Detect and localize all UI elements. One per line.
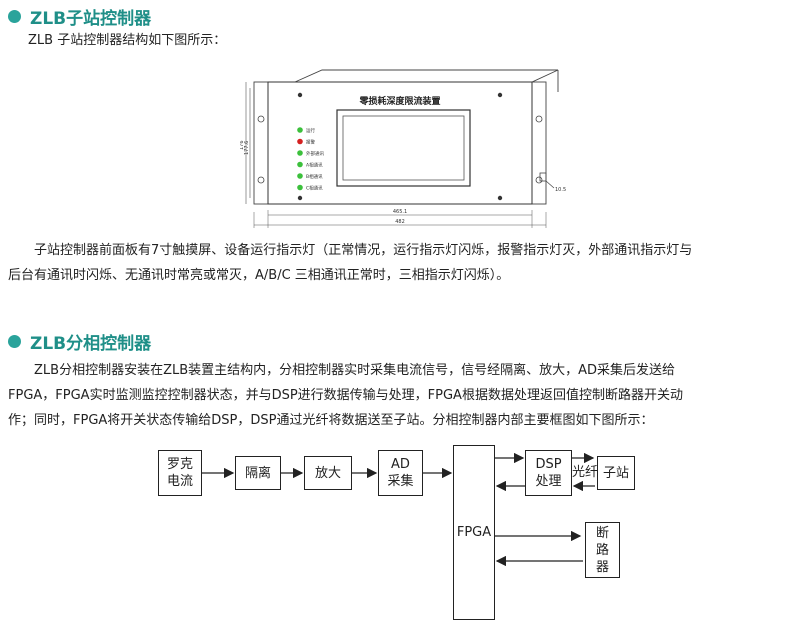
right-mount-ear [531,81,547,205]
section-heading-substation: ZLB子站控制器 [8,4,151,29]
indicator-led-icon [297,150,303,156]
indicator-led-icon [297,173,303,179]
amplify-block: 放大 [304,456,352,490]
screw-icon [497,92,503,98]
breaker-block: 断路器 [585,522,620,578]
isolation-block: 隔离 [235,456,281,490]
mount-hole-icon [257,176,265,184]
panel-title: 零损耗深度限流装置 [358,95,440,107]
mount-hole-icon [535,176,543,184]
substation-block: 子站 [597,456,635,490]
mount-hole-icon [535,115,543,123]
diagram-arrows [202,452,595,567]
dim-inner-width: 465.1 [393,209,407,215]
substation-description: 子站控制器前面板有7寸触摸屏、设备运行指示灯（正常情况，运行指示灯闪烁，报警指示… [8,238,798,288]
indicator-label: 运行 [306,127,315,134]
screw-icon [497,195,503,201]
device-top-outline [294,69,559,83]
dim-height-a: 176 [240,140,245,150]
touch-screen-inner [342,115,465,181]
dim-height-b: 177.6 [244,141,250,155]
section-title: ZLB子站控制器 [30,9,152,29]
indicator-led-icon [297,127,303,133]
mount-hole-icon [257,115,265,123]
indicator-label: C相通讯 [306,185,323,192]
rogowski-current-block: 罗克电流 [158,450,202,496]
indicator-led-icon [297,184,303,191]
left-mount-ear [253,81,269,205]
section-title: ZLB分相控制器 [30,334,152,354]
indicator-label: 报警 [306,139,315,146]
description-line: 作；同时，FPGA将开关状态传输给DSP，DSP通过光纤将数据送至子站。分相控制… [8,413,654,428]
indicator-led-icon [297,161,303,168]
screw-icon [297,92,303,98]
touch-screen [336,109,471,187]
indicator-label: 外部通讯 [306,150,324,157]
front-panel [267,81,533,205]
description-line: 子站控制器前面板有7寸触摸屏、设备运行指示灯（正常情况，运行指示灯闪烁，报警指示… [34,243,693,258]
screw-icon [297,195,303,201]
dim-small-label: 10.5 [555,187,566,193]
indicator-led-icon [297,138,303,145]
description-line: ZLB分相控制器安装在ZLB装置主结构内，分相控制器实时采集电流信号，信号经隔离… [34,363,676,378]
intro-line: ZLB 子站控制器结构如下图所示： [28,33,227,48]
description-line: 后台有通讯时闪烁、无通讯时常亮或常灭，A/B/C 三相通讯正常时，三相指示灯闪烁… [8,268,510,283]
dim-outer-width: 482 [395,219,405,225]
phase-controller-description: ZLB分相控制器安装在ZLB装置主结构内，分相控制器实时采集电流信号，信号经隔离… [8,358,798,433]
section-heading-phase-controller: ZLB分相控制器 [8,329,151,354]
bullet-dot-icon [8,10,21,23]
indicator-label: B相通讯 [306,173,323,180]
indicator-label: A相通讯 [306,162,323,169]
description-line: FPGA，FPGA实时监测监控控制器状态，并与DSP进行数据传输与处理，FPGA… [8,388,683,403]
connector-icon [539,172,547,182]
fiber-label: 光纤 [572,465,599,480]
bullet-dot-icon [8,335,21,348]
fpga-block: FPGA [453,445,495,620]
intro-text: ZLB 子站控制器结构如下图所示： [28,28,226,53]
